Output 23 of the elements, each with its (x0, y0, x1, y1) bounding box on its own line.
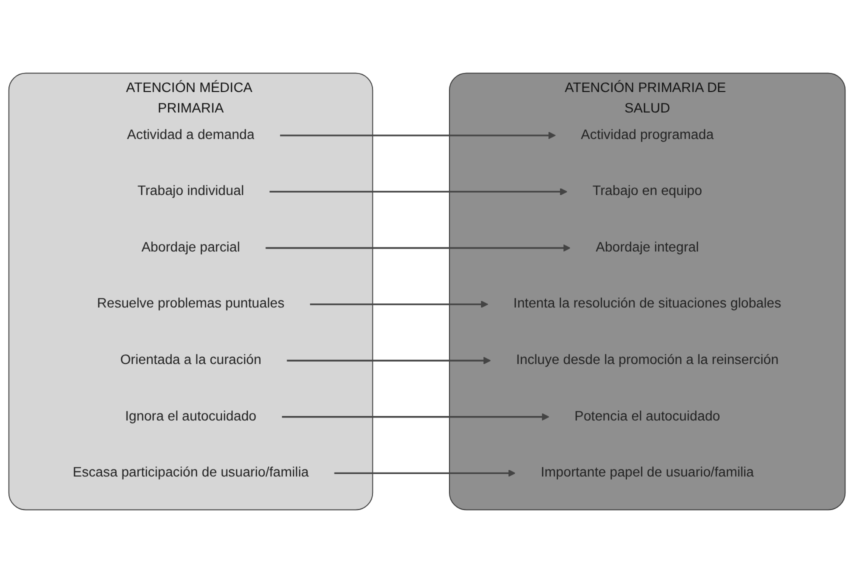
arrow (310, 300, 488, 308)
node-text: Potencia el autocuidado (574, 409, 720, 424)
node-text: Trabajo en equipo (592, 184, 702, 199)
arrow (334, 469, 516, 477)
arrow (282, 413, 550, 421)
node-text: Orientada a la curación (120, 352, 262, 368)
cluster (449, 72, 846, 510)
node-text: Trabajo individual (138, 184, 244, 199)
node-text: Actividad a demanda (127, 128, 254, 142)
arrow (266, 244, 570, 252)
node-text: Importante papel de usuario/familia (540, 465, 754, 480)
node-text: Resuelve problemas puntuales (97, 296, 284, 312)
node-text: Abordaje integral (596, 240, 699, 255)
node-text: Escasa participación de usuario/familia (72, 465, 309, 480)
node-text: Abordaje parcial (141, 240, 240, 255)
arrow (270, 188, 568, 196)
arrow (286, 356, 491, 364)
node-text: Actividad programada (580, 128, 714, 142)
node-text: Intenta la resolución de situaciones globales (513, 296, 782, 312)
node-text: Incluye desde la promoción a la reinserción (516, 352, 779, 368)
node-text: Ignora el autocuidado (125, 409, 256, 424)
arrow (280, 132, 556, 140)
cluster (8, 72, 374, 510)
